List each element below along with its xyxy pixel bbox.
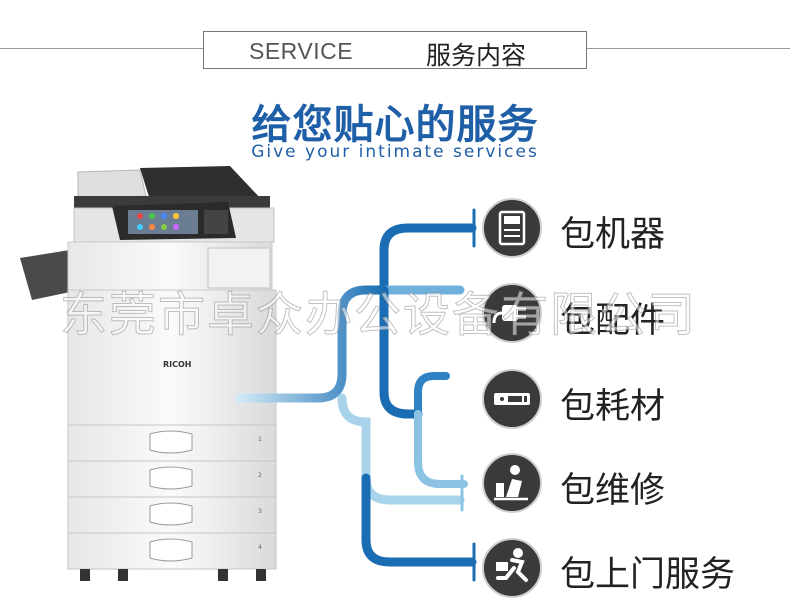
header-line-left — [0, 48, 203, 49]
service-label-repair: 包维修 — [560, 471, 666, 511]
header-english: SERVICE — [249, 38, 354, 64]
service-label-machine: 包机器 — [560, 215, 666, 255]
copier-icon — [482, 198, 542, 258]
subtitle: Give your intimate services — [251, 142, 539, 162]
plug-icon — [482, 283, 542, 343]
tray-number: 1 — [258, 436, 262, 443]
copier-machine: RICOH 1 2 3 4 — [20, 166, 277, 581]
courier-running-icon — [482, 538, 542, 598]
service-label-parts: 包配件 — [560, 301, 666, 341]
toner-cartridge-icon — [482, 369, 542, 429]
header-line-right — [587, 48, 790, 49]
tray-number: 3 — [258, 508, 262, 515]
brand-logo: RICOH — [163, 360, 192, 369]
company-watermark: 东莞市卓众办公设备有限公司 — [60, 288, 697, 344]
header-chinese: 服务内容 — [426, 41, 527, 70]
paper-trays: 1 2 3 4 — [67, 424, 277, 570]
connector-lines — [235, 208, 477, 582]
service-label-onsite: 包上门服务 — [560, 555, 736, 595]
main-title: 给您贴心的服务 — [251, 102, 539, 148]
section-header: SERVICE 服务内容 — [203, 31, 587, 70]
service-label-consumables: 包耗材 — [560, 387, 666, 427]
tray-number: 2 — [258, 472, 262, 479]
tray-number: 4 — [258, 544, 262, 551]
repair-technician-icon — [482, 453, 542, 513]
